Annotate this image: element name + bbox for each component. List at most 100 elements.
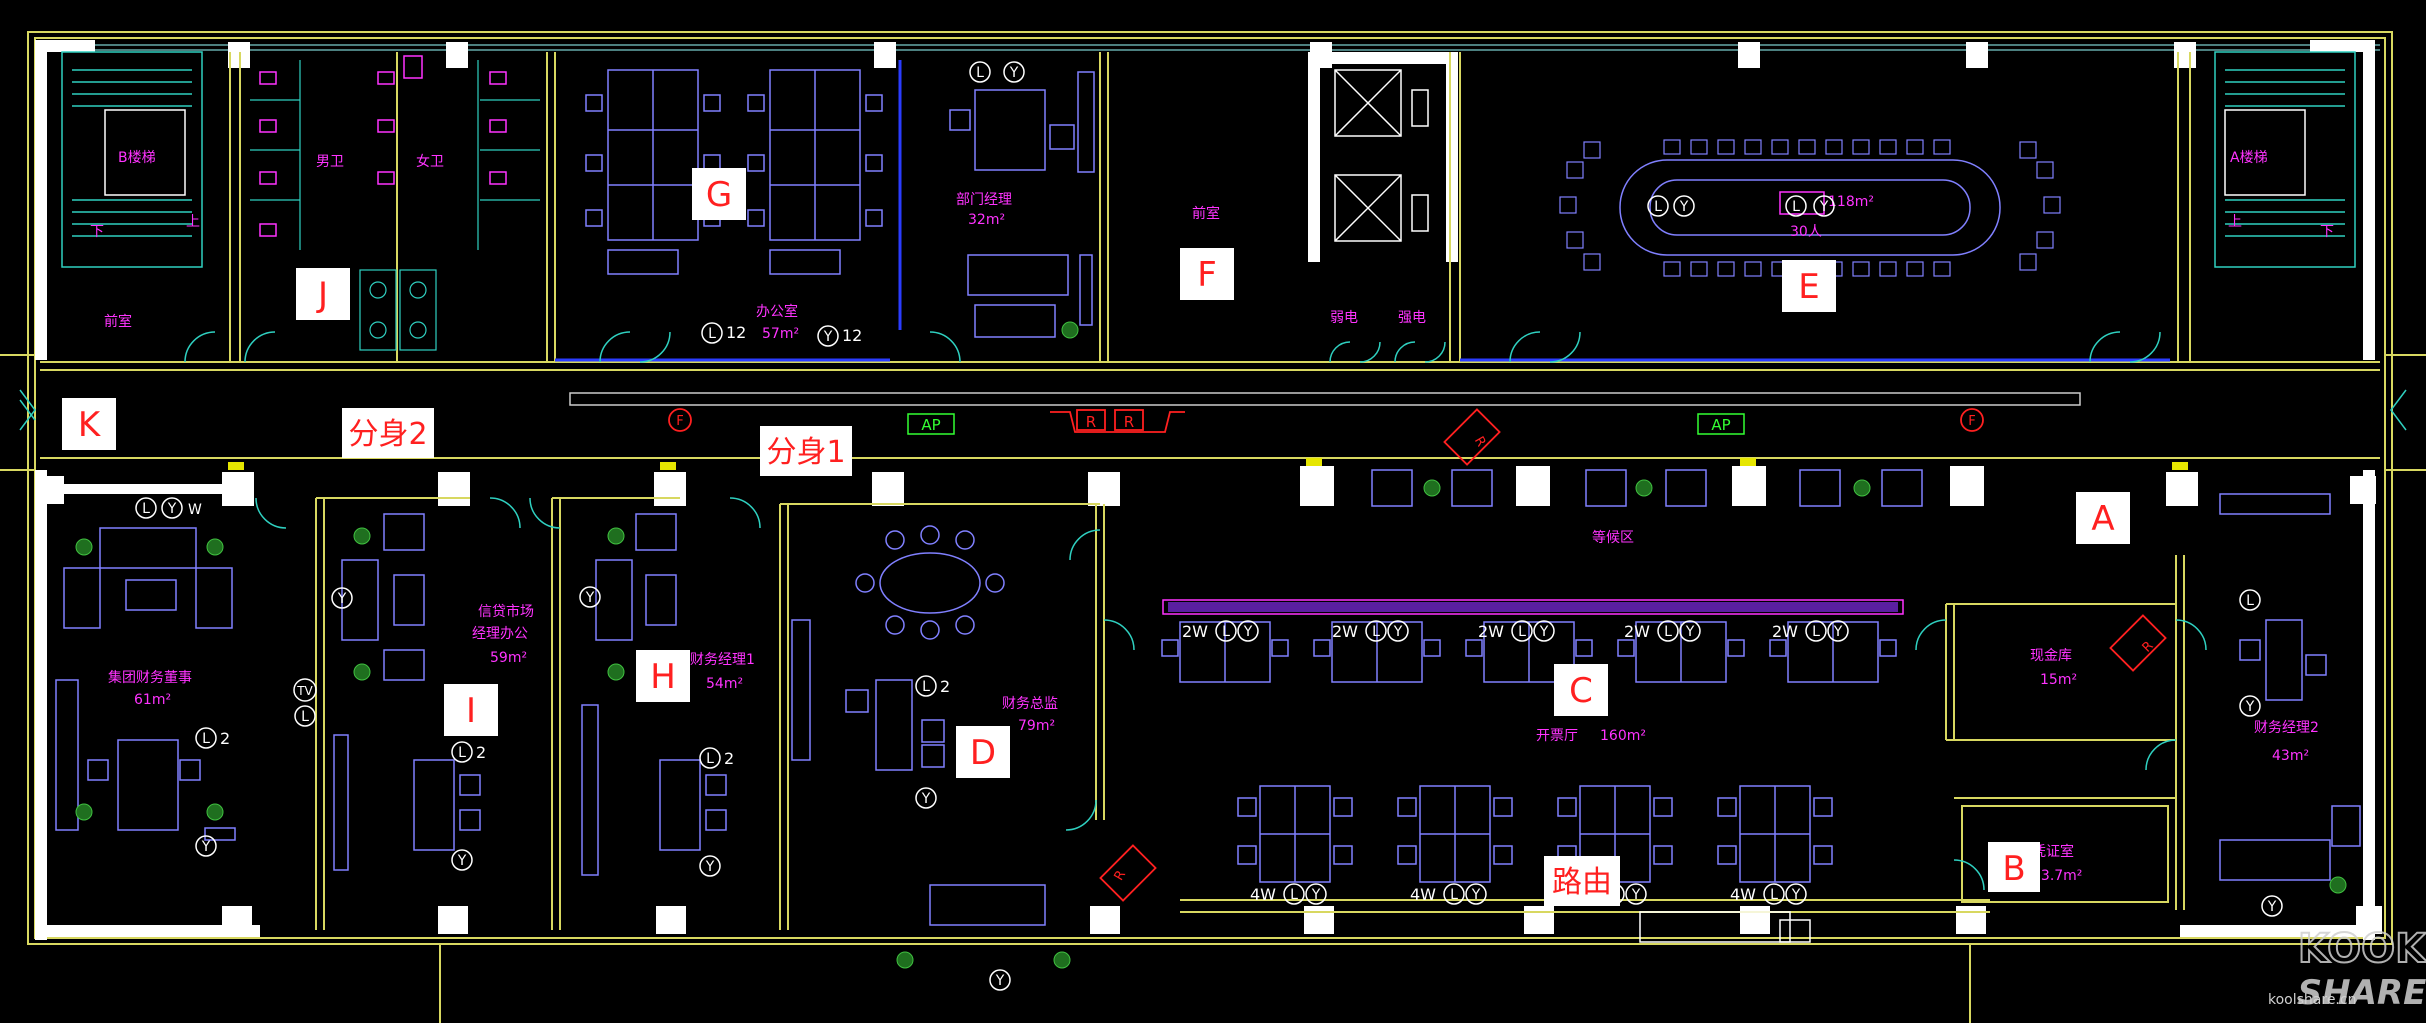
svg-text:SHARE: SHARE: [2298, 973, 2426, 1013]
stair-b: [61, 51, 203, 268]
room-label: 财务经理1: [690, 652, 755, 668]
badge-clone2: 分身2: [342, 408, 434, 458]
chair: [1825, 139, 1843, 155]
symbol-text: L: [922, 679, 930, 695]
chair: [1813, 797, 1833, 817]
fm2-furniture: [2219, 493, 2361, 881]
symbol-text: Y: [921, 791, 931, 807]
chair: [1879, 139, 1897, 155]
workstations-g: [585, 69, 883, 275]
room-d-furniture: [791, 525, 1046, 926]
chair: [1690, 261, 1708, 277]
symbol-circle: [1305, 883, 1327, 905]
symbol-text: L: [1664, 624, 1672, 640]
badge-d-text: D: [970, 733, 996, 773]
chair: [1663, 261, 1681, 277]
plant: [896, 951, 914, 969]
symbol-text: Y: [1539, 624, 1549, 640]
plant: [1423, 479, 1441, 497]
light-markers: [228, 458, 2188, 470]
symbol-text: L: [202, 731, 210, 747]
symbol-circle: [195, 835, 217, 857]
symbol-text: L: [1450, 887, 1458, 903]
symbol-text: Y: [823, 329, 833, 345]
symbol-text: L: [458, 745, 466, 761]
symbol-text: 2: [476, 743, 486, 762]
chair: [1717, 797, 1737, 817]
symbol-circle: [135, 497, 157, 519]
room-label: 前室: [1192, 205, 1220, 222]
watermark-site: koolshare.cn: [2268, 992, 2356, 1008]
badge-clone2-text: 分身2: [348, 417, 427, 452]
symbol-text: L: [2246, 593, 2254, 609]
badge-c: C: [1554, 664, 1608, 716]
plant: [1053, 951, 1071, 969]
ap-label: AP: [1711, 416, 1730, 434]
chair: [1933, 139, 1951, 155]
symbol-text: 2W: [1772, 622, 1798, 641]
symbol-circle: [1465, 883, 1487, 905]
symbol-text: L: [976, 65, 984, 81]
chair: [1397, 845, 1417, 865]
badge-d: D: [956, 726, 1010, 778]
symbol-text: 2: [940, 677, 950, 696]
symbol-circle: [451, 741, 473, 763]
badge-i-text: I: [466, 691, 476, 731]
glass-partitions: [555, 60, 2170, 362]
chair: [1852, 139, 1870, 155]
toilet-fixtures: [259, 55, 507, 237]
badge-k: K: [62, 398, 116, 450]
symbol-text: Y: [2245, 699, 2255, 715]
symbol-text: Y: [1009, 65, 1019, 81]
symbol-text: L: [1792, 199, 1800, 215]
router-marker: R: [1124, 413, 1134, 431]
room-label: 前室: [104, 313, 132, 330]
chair: [2036, 231, 2054, 249]
symbol-text: L: [1372, 624, 1380, 640]
chair: [1583, 141, 1601, 159]
partitions: [40, 52, 2380, 930]
symbol-circle: [969, 61, 991, 83]
symbol-circle: [1673, 195, 1695, 217]
badge-f: F: [1180, 248, 1234, 300]
svg-text:KOOK: KOOK: [2298, 926, 2426, 972]
toilet-stalls: [250, 60, 540, 351]
stair-a: [2214, 51, 2356, 268]
symbol-text: Y: [1679, 199, 1689, 215]
chair: [1717, 139, 1735, 155]
symbol-text: L: [142, 501, 150, 517]
room-label: 上: [2228, 214, 2242, 230]
ceiling-markers: [668, 408, 2167, 902]
chair: [1559, 196, 1577, 214]
plant: [353, 527, 371, 545]
chair: [1333, 845, 1353, 865]
symbol-text: L: [1290, 887, 1298, 903]
room-label: 32m²: [968, 212, 1005, 228]
chair: [1333, 797, 1353, 817]
badge-b: B: [1988, 842, 2040, 892]
symbol-circle: [915, 675, 937, 697]
symbol-circle: [1365, 620, 1387, 642]
symbol-text: W: [188, 502, 202, 518]
badge-h: H: [636, 650, 690, 702]
symbol-text: 2W: [1478, 622, 1504, 641]
badge-j-text: J: [316, 275, 328, 315]
chair: [1813, 845, 1833, 865]
tv-label: TV: [296, 684, 313, 698]
room-label: 财务经理2: [2254, 720, 2319, 736]
chair: [1566, 161, 1584, 179]
chair: [1557, 797, 1577, 817]
symbol-text: L: [301, 709, 309, 725]
badge-g: G: [692, 168, 746, 220]
chair: [1771, 139, 1789, 155]
room-label: 男卫: [316, 154, 344, 170]
room-label: 经理办公: [472, 626, 528, 642]
room-label: 118m²: [1828, 194, 1874, 210]
symbol-text: 12: [726, 323, 746, 342]
symbol-circle: [701, 322, 723, 344]
symbol-text: L: [1654, 199, 1662, 215]
badge-clone1-text: 分身1: [766, 435, 845, 470]
chair: [1906, 261, 1924, 277]
room-label: 开票厅: [1536, 728, 1578, 744]
